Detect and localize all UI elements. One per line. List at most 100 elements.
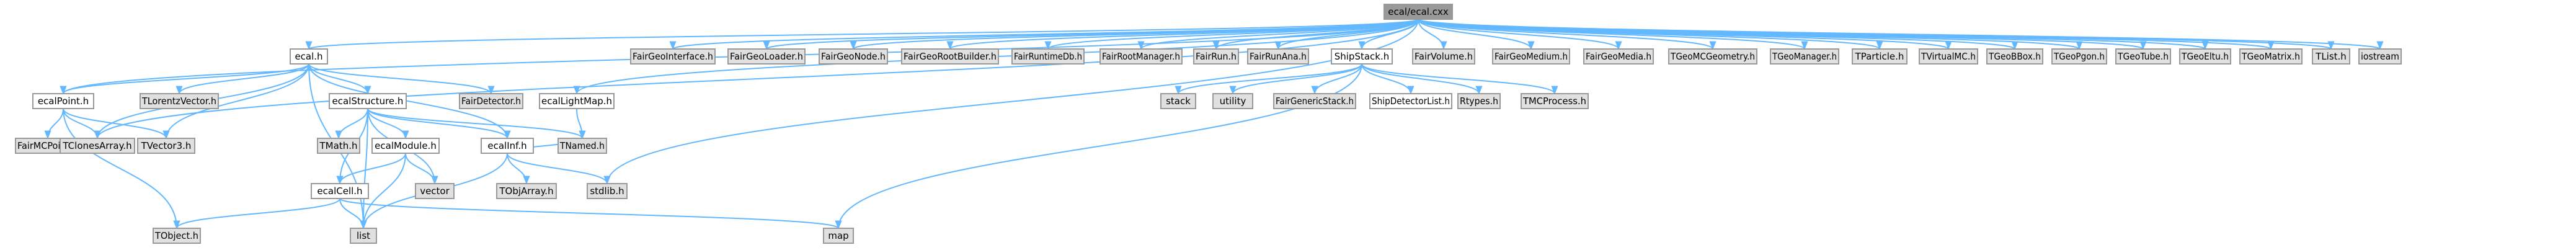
node-box	[539, 93, 615, 109]
node-box	[1986, 48, 2043, 65]
node-box	[557, 138, 607, 154]
node-box	[727, 48, 806, 65]
edge-ecalPoint_h-to-TVector3	[63, 108, 170, 140]
node-label: TGeoBBox.h	[1988, 51, 2041, 62]
node-label: TParticle.h	[1855, 51, 1904, 62]
edge-ecalCell_h-to-map	[339, 198, 842, 230]
node-shipdetectorlist[interactable]: ShipDetectorList.h	[1369, 93, 1452, 109]
node-label: TMCProcess.h	[1522, 96, 1586, 107]
node-tnamed: TNamed.h	[557, 138, 607, 154]
node-ecalcell-h[interactable]: ecalCell.h	[311, 183, 369, 199]
node-box	[350, 228, 377, 244]
node-label: FairGeoMedium.h	[1495, 51, 1568, 62]
node-label: FairGeoRootBuilder.h	[904, 51, 997, 62]
node-box	[311, 183, 369, 199]
edge-ecal_h-to-FairDetector	[308, 63, 495, 95]
node-fairgeointerface: FairGeoInterface.h	[630, 48, 716, 65]
node-box	[1492, 48, 1570, 65]
node-root[interactable]: ecal/ecal.cxx	[1383, 4, 1453, 20]
node-fairgeoloader: FairGeoLoader.h	[727, 48, 806, 65]
node-label: Rtypes.h	[1460, 96, 1498, 107]
node-box	[1521, 93, 1589, 109]
node-utility: utility	[1212, 93, 1253, 109]
node-box	[1412, 48, 1475, 65]
node-tgeobbox: TGeoBBox.h	[1986, 48, 2043, 65]
node-box	[1193, 48, 1239, 65]
node-label: map	[828, 230, 848, 241]
edge-ecalPoint_h-to-TObject	[63, 108, 180, 230]
node-label: ecalPoint.h	[38, 96, 89, 107]
node-label: FairGeoInterface.h	[633, 51, 713, 62]
nodes-layer: ecal/ecal.cxxecal.hecalPoint.hFairMCPoin…	[15, 4, 2402, 244]
node-box	[481, 138, 534, 154]
node-box	[371, 138, 440, 154]
node-tobjarray: TObjArray.h	[496, 183, 557, 199]
edge-ecalPoint_h-to-TClonesArray	[63, 108, 101, 140]
node-label: TMath.h	[319, 140, 358, 151]
edge-root-to-FairRunAna	[1274, 19, 1419, 50]
edge-ShipStack_h-to-Rtypes	[1361, 63, 1483, 95]
edge-ecalStructure_h-to-ecalInf_h	[367, 108, 511, 140]
node-label: TVirtualMC.h	[1921, 51, 1976, 62]
node-fairgenericstack: FairGenericStack.h	[1273, 93, 1356, 109]
node-tclonesarray: TClonesArray.h	[60, 138, 135, 154]
node-ecalmodule-h[interactable]: ecalModule.h	[371, 138, 440, 154]
edge-root-to-FairRootManager	[1137, 19, 1419, 50]
node-box	[1099, 48, 1183, 65]
node-box	[1273, 93, 1356, 109]
node-box	[153, 228, 201, 244]
node-box	[60, 138, 135, 154]
edge-ecal_h-to-ecalStructure_h	[308, 63, 371, 95]
node-label: FairGeoLoader.h	[730, 51, 803, 62]
edge-ecal_h-to-TLorentzVector	[175, 63, 309, 95]
node-box	[1160, 93, 1196, 109]
node-label: iostream	[2361, 51, 2399, 62]
edge-ecalCell_h-to-TObject	[173, 198, 340, 230]
node-ecalstructure-h[interactable]: ecalStructure.h	[329, 93, 407, 109]
node-ecallightmap-h[interactable]: ecalLightMap.h	[539, 93, 615, 109]
node-label: FairRootManager.h	[1102, 51, 1180, 62]
edge-ecalModule_h-to-list	[360, 153, 406, 230]
node-tgeoeltu: TGeoEltu.h	[2179, 48, 2231, 65]
node-box	[317, 138, 360, 154]
edge-ShipStack_h-to-stack	[1175, 63, 1362, 95]
node-label: ecalStructure.h	[332, 96, 404, 107]
node-fairdetector: FairDetector.h	[459, 93, 523, 109]
edge-ecalInf_h-to-stdlib	[507, 153, 611, 185]
node-ecal-h[interactable]: ecal.h	[290, 48, 328, 65]
node-box	[1212, 93, 1253, 109]
node-box	[415, 183, 455, 199]
edge-ShipStack_h-to-map	[835, 63, 1362, 230]
node-box	[329, 93, 407, 109]
node-shipstack-h[interactable]: ShipStack.h	[1331, 48, 1393, 65]
node-label: FairGeoNode.h	[821, 51, 886, 62]
node-label: stack	[1166, 96, 1191, 107]
edge-ecalStructure_h-to-TMath	[335, 108, 368, 140]
node-box	[2179, 48, 2231, 65]
node-box	[630, 48, 716, 65]
node-box	[1369, 93, 1452, 109]
node-ecalpoint-h[interactable]: ecalPoint.h	[32, 93, 94, 109]
node-label: list	[357, 230, 370, 241]
edge-ShipStack_h-to-FairGenericStack	[1311, 63, 1362, 95]
node-label: ecalCell.h	[317, 185, 362, 197]
node-fairgeonode: FairGeoNode.h	[819, 48, 888, 65]
node-box	[459, 93, 523, 109]
node-label: FairDetector.h	[461, 96, 521, 107]
edge-root-to-iostream	[1418, 19, 2383, 50]
node-fairgeomedia: FairGeoMedia.h	[1583, 48, 1654, 65]
node-label: TList.h	[2315, 51, 2347, 62]
node-label: FairRun.h	[1196, 51, 1237, 62]
node-box	[1011, 48, 1085, 65]
node-box	[1383, 4, 1453, 20]
edge-ecal_h-to-TVector3	[162, 63, 309, 140]
node-box	[2239, 48, 2303, 65]
node-fairrootmanager: FairRootManager.h	[1099, 48, 1183, 65]
node-box	[1770, 48, 1839, 65]
node-label: ecalLightMap.h	[541, 96, 612, 107]
node-label: FairRuntimeDb.h	[1014, 51, 1082, 62]
edge-root-to-TGeoMCGeometry	[1418, 19, 1717, 50]
node-box	[290, 48, 328, 65]
node-ecalinf-h[interactable]: ecalInf.h	[481, 138, 534, 154]
edge-ecalLightMap_h-to-TNamed	[576, 108, 586, 140]
